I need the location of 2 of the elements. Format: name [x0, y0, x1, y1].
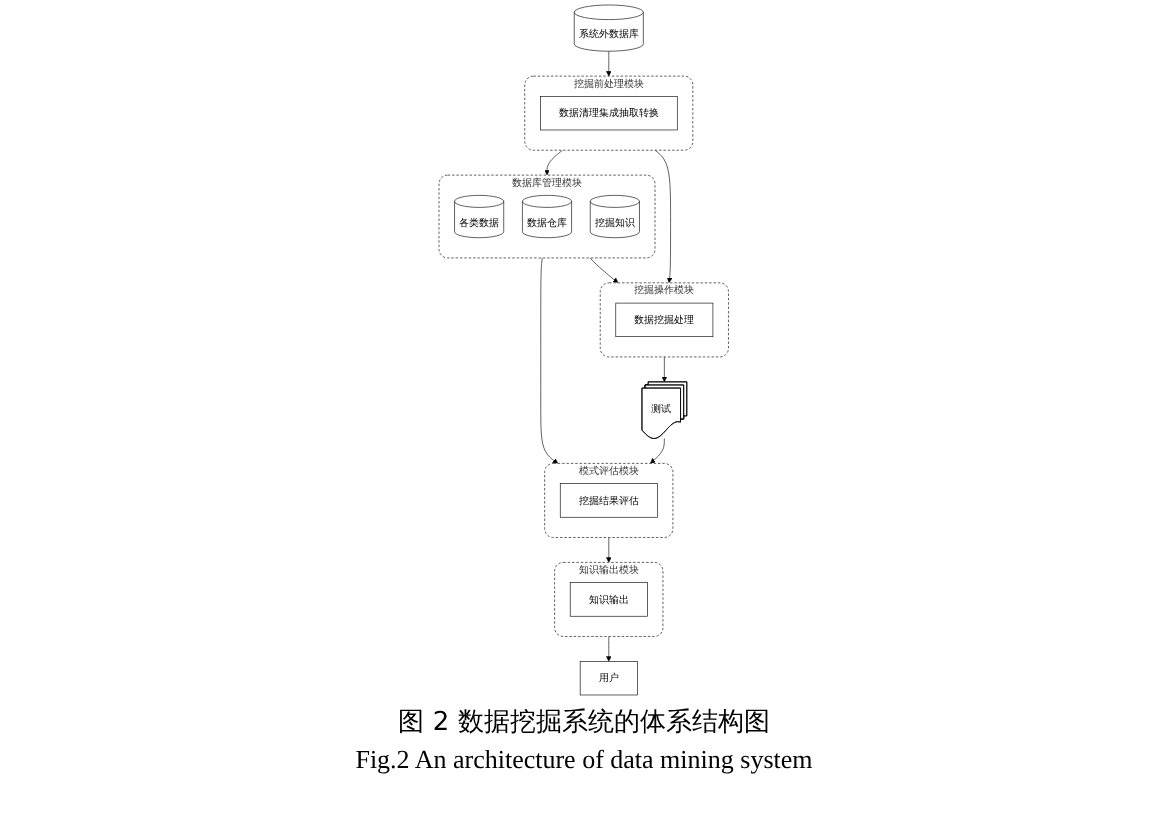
figure-caption: 图 2 数据挖掘系统的体系结构图	[396, 706, 772, 740]
figure-caption-english: Fig.2 An architecture of data mining system	[353, 744, 815, 776]
